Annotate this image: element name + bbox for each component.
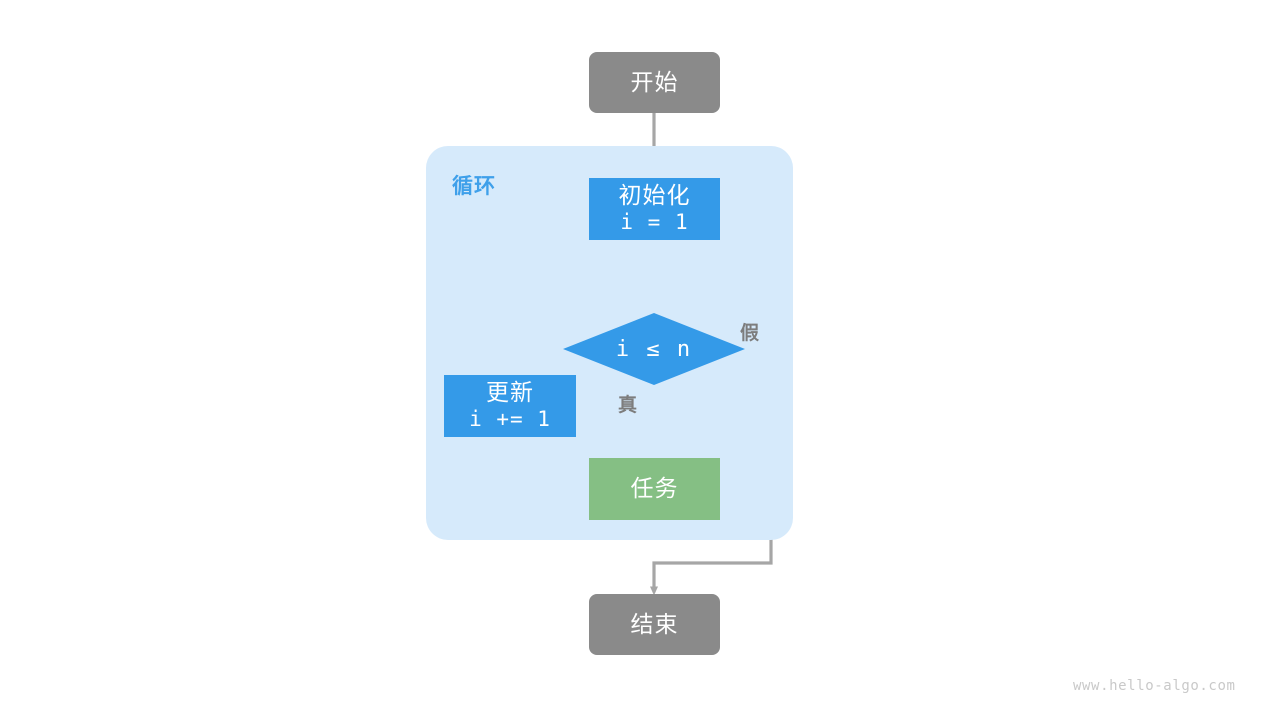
node-end[interactable]: 结束 bbox=[589, 594, 720, 655]
node-start-label: 开始 bbox=[630, 68, 679, 95]
node-end-label: 结束 bbox=[630, 610, 679, 637]
node-condition-label: i ≤ n bbox=[615, 336, 693, 362]
diamond-shape bbox=[563, 313, 745, 385]
node-update-label: 更新 bbox=[486, 379, 534, 406]
node-condition[interactable]: i ≤ n bbox=[562, 312, 746, 386]
node-init[interactable]: 初始化 i = 1 bbox=[589, 178, 720, 240]
watermark: www.hello-algo.com bbox=[1073, 678, 1236, 694]
node-task[interactable]: 任务 bbox=[589, 458, 720, 520]
node-init-label: 初始化 bbox=[618, 182, 691, 209]
node-init-code: i = 1 bbox=[620, 210, 689, 235]
node-task-label: 任务 bbox=[630, 475, 679, 502]
node-update-code: i += 1 bbox=[469, 407, 551, 432]
edge-label-true: 真 bbox=[618, 395, 638, 416]
loop-container-label: 循环 bbox=[452, 175, 496, 198]
edge-label-false: 假 bbox=[740, 323, 760, 344]
node-update[interactable]: 更新 i += 1 bbox=[444, 375, 576, 437]
node-start[interactable]: 开始 bbox=[589, 52, 720, 113]
